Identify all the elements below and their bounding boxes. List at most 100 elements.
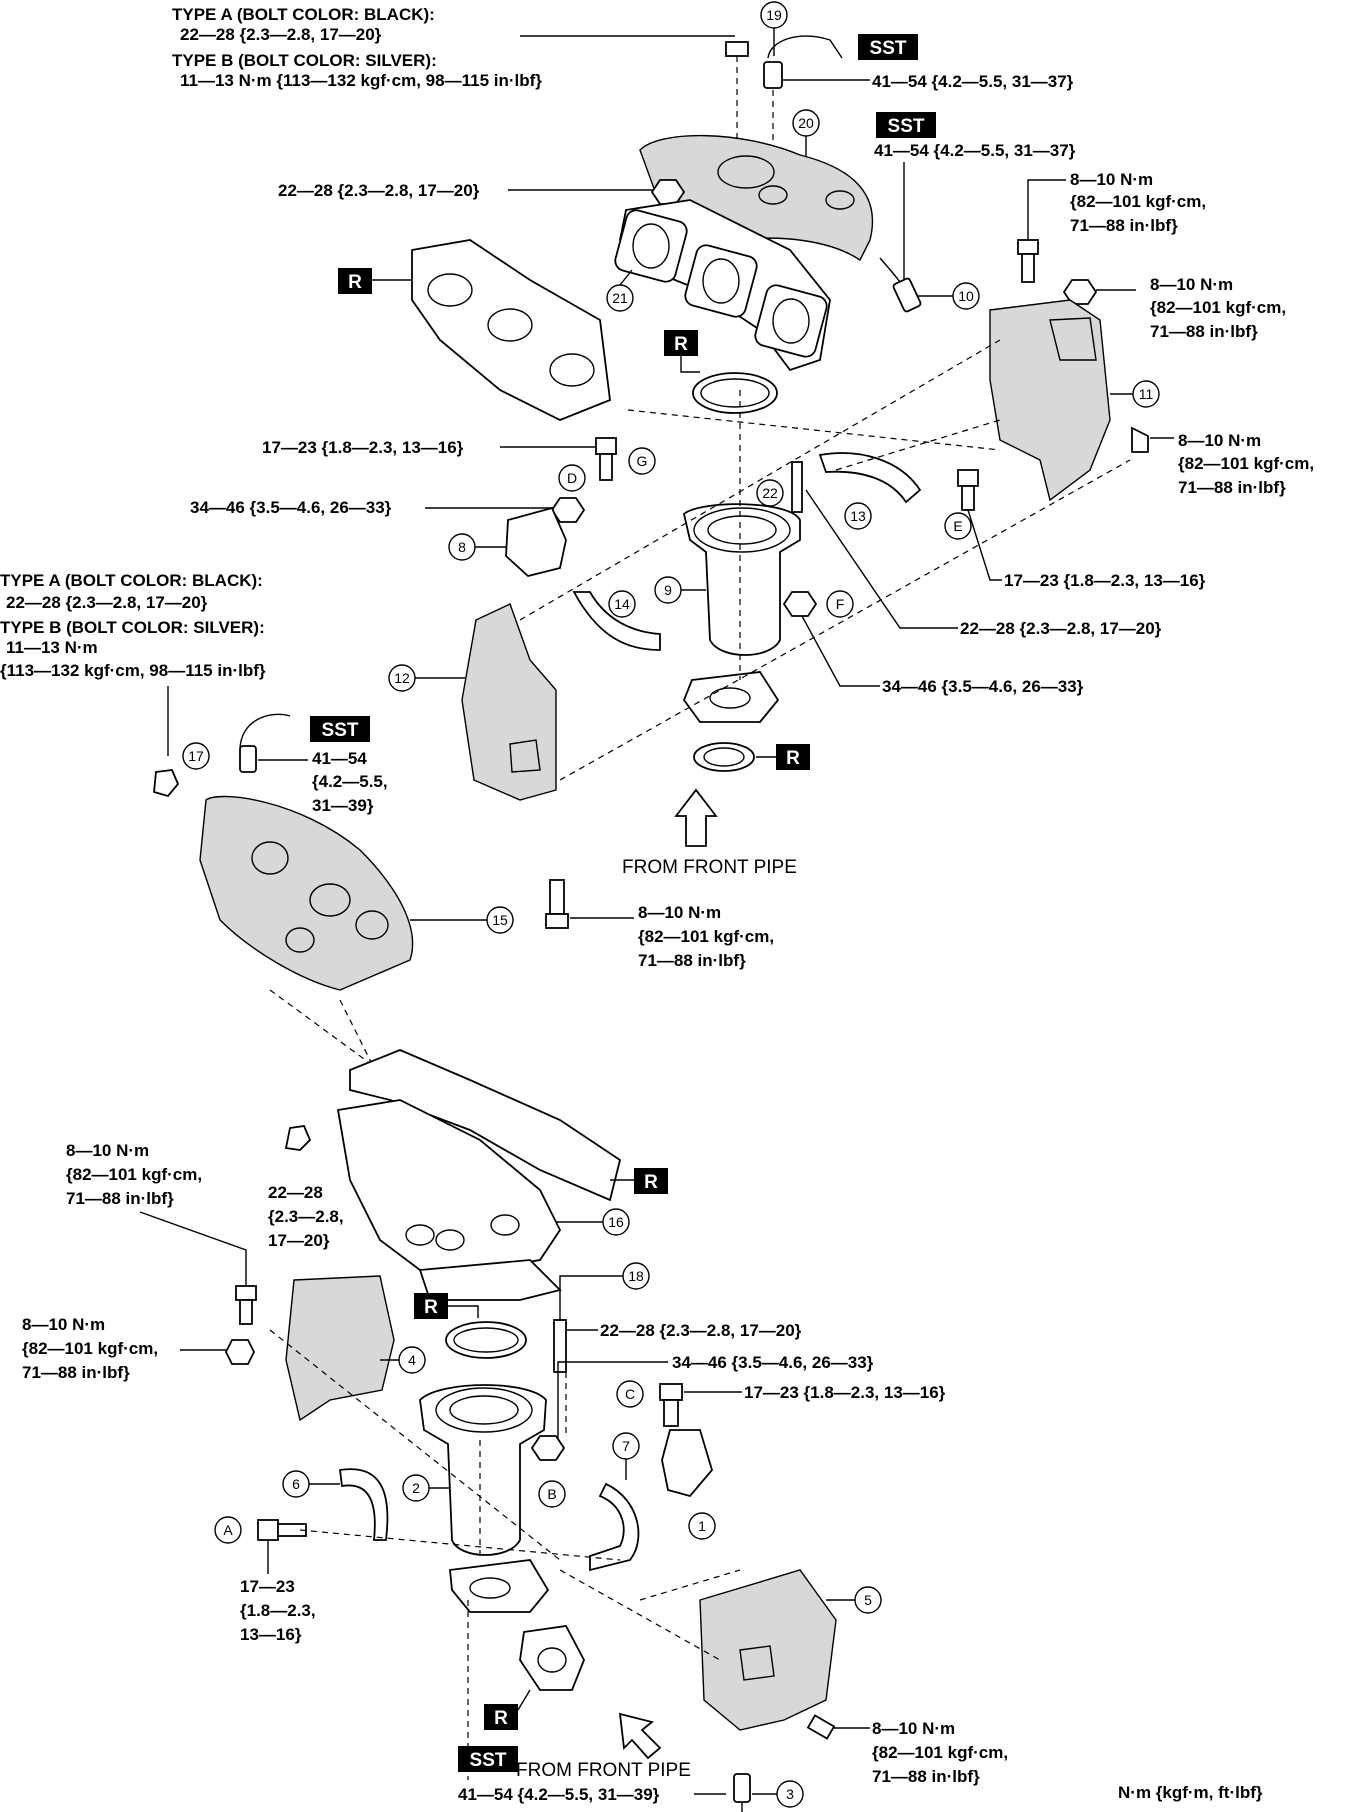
svg-text:22—28 {2.3—2.8, 17—20}: 22—28 {2.3—2.8, 17—20} <box>278 181 480 200</box>
svg-text:TYPE B (BOLT COLOR: SILVER):: TYPE B (BOLT COLOR: SILVER): <box>172 51 437 70</box>
callout-19: 19 <box>760 1 788 29</box>
svg-text:8—10 N·m: 8—10 N·m <box>638 903 721 922</box>
callout-G: G <box>628 447 656 475</box>
bolt-e <box>957 469 979 487</box>
svg-text:11: 11 <box>1139 386 1154 402</box>
callout-1: 1 <box>688 1512 716 1540</box>
svg-text:C: C <box>625 1386 635 1402</box>
callout-13: 13 <box>844 502 872 530</box>
gasket-ring-top <box>692 372 778 414</box>
svg-text:18: 18 <box>628 1268 644 1284</box>
torque-8-10-lower-l2: 8—10 N·m {82—101 kgf·cm, 71—88 in·lbf} <box>22 1315 158 1382</box>
svg-text:8—10 N·m: 8—10 N·m <box>872 1719 955 1738</box>
svg-text:71—88 in·lbf}: 71—88 in·lbf} <box>872 1767 980 1786</box>
stud-18 <box>553 1319 567 1373</box>
nut-f <box>782 591 818 617</box>
svg-text:{82—101 kgf·cm,: {82—101 kgf·cm, <box>66 1165 202 1184</box>
callout-17: 17 <box>182 742 210 770</box>
callout-D: D <box>558 464 586 492</box>
svg-text:{82—101 kgf·cm,: {82—101 kgf·cm, <box>22 1339 158 1358</box>
svg-text:A: A <box>223 1522 233 1538</box>
svg-text:41—54 {4.2—5.5, 31—39}: 41—54 {4.2—5.5, 31—39} <box>458 1785 660 1804</box>
replace-badge-flange-lower: R <box>484 1704 518 1730</box>
callout-22: 22 <box>756 479 784 507</box>
oxygen-sensor-19 <box>763 61 783 89</box>
svg-text:{4.2—5.5,: {4.2—5.5, <box>312 772 388 791</box>
bracket-1 <box>661 1429 714 1498</box>
replace-badge-gasket-lower: R <box>634 1168 668 1194</box>
torque-8-10-lower-br: 8—10 N·m {82—101 kgf·cm, 71—88 in·lbf} <box>872 1719 1008 1786</box>
svg-text:22—28: 22—28 <box>268 1183 323 1202</box>
flange-gasket-lower <box>519 1625 585 1691</box>
heat-insulator-4 <box>285 1275 395 1422</box>
bolt-head-top <box>725 41 749 57</box>
svg-text:34—46 {3.5—4.6, 26—33}: 34—46 {3.5—4.6, 26—33} <box>190 498 392 517</box>
svg-text:31—39}: 31—39} <box>312 796 374 815</box>
callout-21: 21 <box>606 284 634 312</box>
callout-14: 14 <box>608 590 636 618</box>
svg-text:8—10 N·m: 8—10 N·m <box>66 1141 149 1160</box>
svg-text:B: B <box>547 1486 556 1502</box>
callout-12: 12 <box>388 664 416 692</box>
stud-22 <box>791 461 803 513</box>
arrow-from-front-pipe-2 <box>618 1712 662 1760</box>
svg-text:12: 12 <box>394 670 410 686</box>
svg-text:R: R <box>644 1172 658 1193</box>
svg-text:17—23 {1.8—2.3, 13—16}: 17—23 {1.8—2.3, 13—16} <box>1004 571 1206 590</box>
torque-8-10-lower-l1: 8—10 N·m {82—101 kgf·cm, 71—88 in·lbf} <box>66 1141 202 1208</box>
torque-8-10-mid: 8—10 N·m {82—101 kgf·cm, 71—88 in·lbf} <box>638 903 774 970</box>
svg-text:14: 14 <box>614 596 630 612</box>
svg-text:SST: SST <box>888 116 925 137</box>
svg-text:19: 19 <box>766 7 782 23</box>
replace-badge-ring-lower: R <box>414 1293 448 1319</box>
bolt-r1 <box>1017 239 1039 255</box>
torque-22-28-lower-left: 22—28 {2.3—2.8, 17—20} <box>268 1183 344 1250</box>
callout-8: 8 <box>448 533 476 561</box>
callout-3: 3 <box>776 1780 804 1808</box>
replace-badge-gasket-top: R <box>338 268 372 294</box>
svg-text:11—13 N·m: 11—13 N·m <box>6 638 98 657</box>
svg-text:15: 15 <box>492 912 508 928</box>
catalytic-converter-2 <box>419 1384 547 1556</box>
svg-text:9: 9 <box>664 582 672 598</box>
svg-text:20: 20 <box>798 115 814 131</box>
heat-insulator-20 <box>639 134 874 262</box>
svg-text:17—20}: 17—20} <box>268 1231 330 1250</box>
svg-text:13: 13 <box>850 508 866 524</box>
callout-5: 5 <box>854 1586 882 1614</box>
svg-text:17—23 {1.8—2.3, 13—16}: 17—23 {1.8—2.3, 13—16} <box>744 1383 946 1402</box>
callout-16: 16 <box>602 1208 630 1236</box>
callout-10: 10 <box>952 282 980 310</box>
svg-text:41—54: 41—54 <box>312 749 367 768</box>
sst-badge-top: SST <box>858 34 918 60</box>
svg-text:22—28 {2.3—2.8, 17—20}: 22—28 {2.3—2.8, 17—20} <box>180 25 382 44</box>
svg-text:17: 17 <box>188 748 204 764</box>
bolt-lower-l1 <box>235 1285 257 1301</box>
torque-8-10-r2: 8—10 N·m {82—101 kgf·cm, 71—88 in·lbf} <box>1150 275 1286 341</box>
svg-text:71—88 in·lbf}: 71—88 in·lbf} <box>1178 478 1286 497</box>
gasket-ring-mid <box>693 742 755 772</box>
callout-20: 20 <box>792 109 820 137</box>
sst-torque-left: 41—54 {4.2—5.5, 31—39} <box>312 749 388 815</box>
svg-text:E: E <box>953 518 962 534</box>
svg-text:SST: SST <box>870 38 907 59</box>
bolt-c <box>659 1383 683 1401</box>
oxygen-sensor-17 <box>239 745 257 773</box>
svg-text:8—10 N·m: 8—10 N·m <box>22 1315 105 1334</box>
svg-text:{2.3—2.8,: {2.3—2.8, <box>268 1207 344 1226</box>
bolt-a <box>257 1519 279 1541</box>
bolt-g <box>595 437 617 455</box>
manifold-gasket-lower <box>349 1049 622 1202</box>
svg-text:22—28 {2.3—2.8, 17—20}: 22—28 {2.3—2.8, 17—20} <box>960 619 1162 638</box>
manifold-gasket-top <box>411 239 611 421</box>
bracket-14 <box>572 591 661 651</box>
svg-text:R: R <box>424 1297 438 1318</box>
svg-text:71—88 in·lbf}: 71—88 in·lbf} <box>22 1363 130 1382</box>
exhaust-manifold-16 <box>336 1099 562 1271</box>
svg-text:71—88 in·lbf}: 71—88 in·lbf} <box>638 951 746 970</box>
bracket-6 <box>338 1468 389 1541</box>
svg-text:22: 22 <box>762 485 778 501</box>
svg-text:16: 16 <box>608 1214 624 1230</box>
svg-text:21: 21 <box>612 290 628 306</box>
